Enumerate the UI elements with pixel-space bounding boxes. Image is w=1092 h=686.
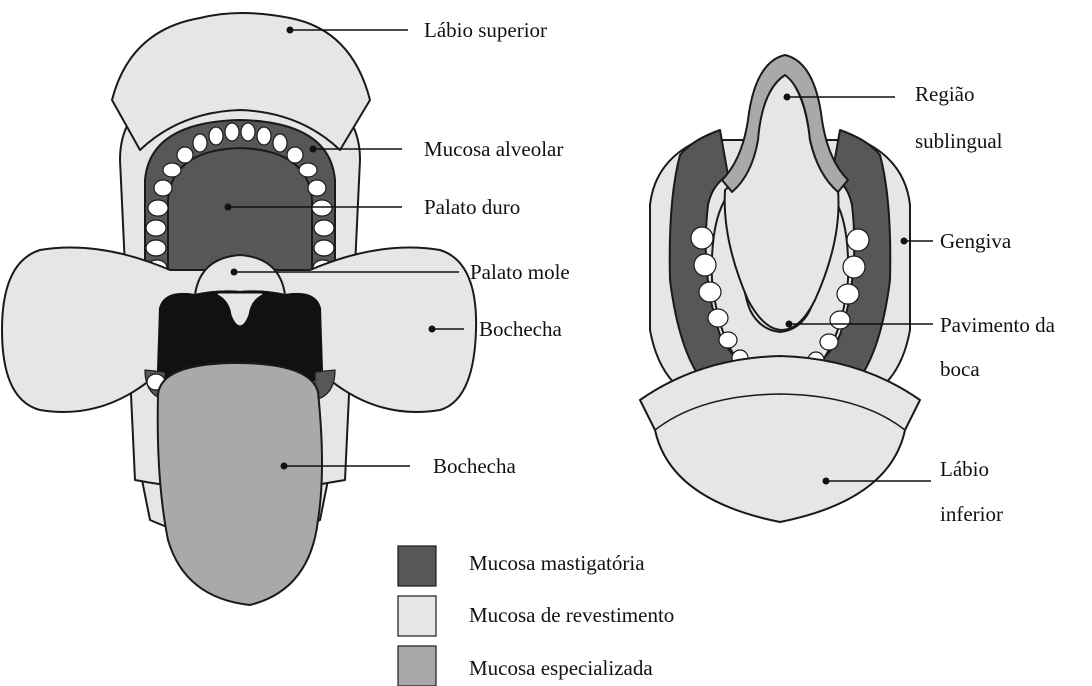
legend-label-lining: Mucosa de revestimento [469,603,674,627]
label-floor-line1: Pavimento da [940,313,1056,337]
label-tongue: Bochecha [433,454,516,478]
label-lower-lip-line1: Lábio [940,457,989,481]
label-sublingual-line2: sublingual [915,129,1003,153]
label-hard-palate: Palato duro [424,195,520,219]
label-alveolar-mucosa: Mucosa alveolar [424,137,563,161]
label-sublingual-line1: Região [915,82,974,106]
lower-lip [640,356,920,522]
legend-swatch-masticatory [398,546,436,586]
legend-label-masticatory: Mucosa mastigatória [469,551,645,575]
label-upper-lip: Lábio superior [424,18,547,42]
legend-swatch-lining [398,596,436,636]
label-floor-line2: boca [940,357,980,381]
legend: Mucosa mastigatória Mucosa de revestimen… [398,546,674,686]
upper-jaw-figure [2,13,476,605]
label-lower-lip-line2: inferior [940,502,1003,526]
label-gingiva: Gengiva [940,229,1012,253]
lower-jaw-figure [640,55,920,522]
legend-label-specialized: Mucosa especializada [469,656,653,680]
tongue [158,363,322,605]
label-soft-palate: Palato mole [470,260,570,284]
legend-swatch-specialized [398,646,436,686]
label-cheek: Bochecha [479,317,562,341]
